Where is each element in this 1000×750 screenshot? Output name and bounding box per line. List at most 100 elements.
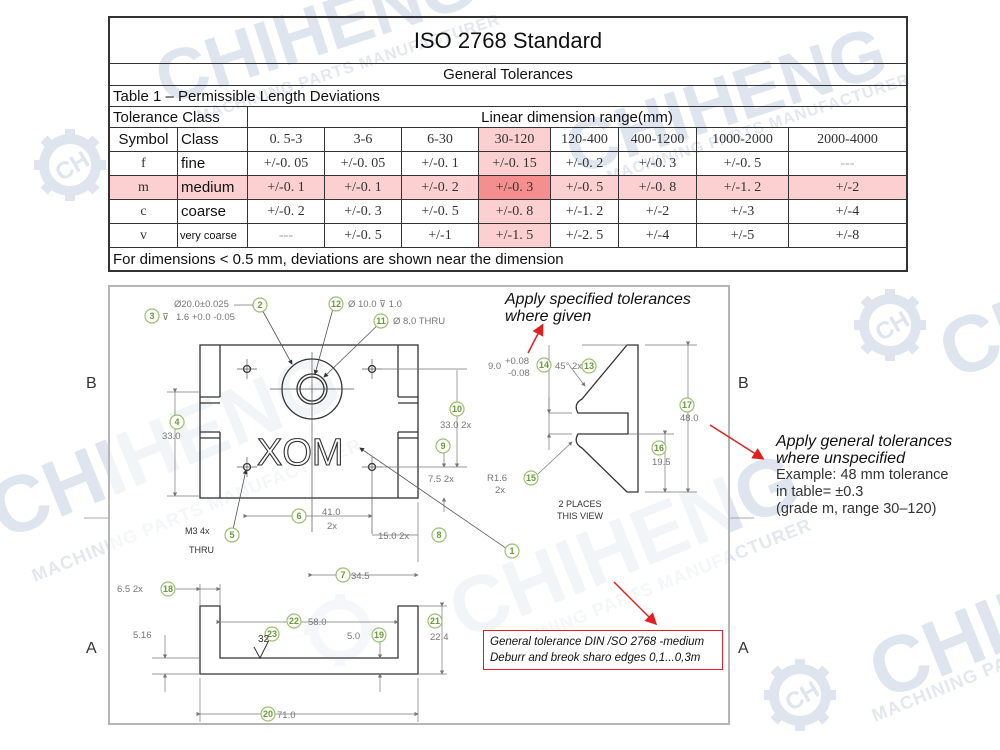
balloon-19: 19 [374, 630, 384, 640]
dim-13: 45° 2x [555, 361, 582, 372]
dim-14-upper: +0.08 [505, 356, 529, 367]
table-caption: Table 1 – Permissible Length Deviations [113, 87, 380, 105]
balloon-18: 18 [163, 584, 173, 594]
value-cell: +/-1. 5 [479, 224, 551, 247]
balloon-6: 6 [296, 511, 301, 521]
zone-label-b-left: B [86, 375, 97, 392]
value-cell: +/-0. 3 [619, 152, 697, 175]
iso-2768-table: ISO 2768 Standard General Tolerances Tab… [108, 16, 908, 272]
value-cell: +/-1 [402, 224, 479, 247]
dim-21: 22.4 [430, 632, 449, 643]
class-cell: fine [178, 152, 248, 175]
balloon-1: 1 [509, 546, 514, 556]
value-cell: +/-0. 05 [248, 152, 325, 175]
dim-19: 5.0 [347, 631, 360, 642]
dim-20: 71.0 [277, 710, 296, 721]
dim-6-qty: 2x [327, 521, 337, 532]
balloon-15: 15 [526, 473, 536, 483]
dim-12: Ø 10.0 ⊽ 1.0 [348, 299, 402, 310]
range-header: 6-30 [402, 128, 479, 151]
table-footer: For dimensions < 0.5 mm, deviations are … [113, 250, 564, 268]
dim-14-lower: -0.08 [508, 368, 530, 379]
balloon-2: 2 [257, 300, 262, 310]
value-cell-highlighted: +/-0. 3 [479, 176, 551, 199]
value-cell: +/-2 [835, 179, 860, 195]
drawing-canvas: XOM [117, 296, 699, 722]
gear-logo-icon: CH [854, 289, 926, 361]
value-cell: +/-0. 05 [325, 152, 402, 175]
value-cell: +/-0. 8 [479, 200, 551, 223]
value-cell: +/-0. 3 [325, 200, 402, 223]
value-cell: +/-0. 2 [402, 176, 479, 199]
example-line3: (grade m, range 30–120) [776, 501, 937, 517]
range-header-highlighted: 30-120 [479, 128, 551, 151]
view-note-line1: 2 PLACES [558, 499, 601, 509]
symbol-cell: m [110, 176, 178, 199]
engraving-text: XOM [257, 432, 344, 474]
zone-label-a-left: A [86, 640, 97, 657]
example-line1: Example: 48 mm tolerance [776, 467, 949, 483]
value-cell: +/-2. 5 [551, 224, 619, 247]
dim-22: 58.0 [308, 617, 327, 628]
technical-drawing: XOM [108, 285, 730, 725]
value-cell: +/-5 [697, 224, 789, 247]
value-cell: +/-0. 1 [402, 152, 479, 175]
value-cell: --- [248, 224, 325, 247]
symbol-header: Symbol [110, 128, 178, 151]
dim-6: 41.0 [322, 507, 341, 518]
value-cell: +/-0. 5 [697, 152, 789, 175]
table-row-medium: m medium +/-0. 1 +/-0. 1 +/-0. 2 +/-0. 3… [110, 176, 906, 200]
range-header: 120-400 [551, 128, 619, 151]
balloon-4: 4 [174, 417, 179, 427]
value-cell: +/-0. 2 [551, 152, 619, 175]
table-subtitle: General Tolerances [443, 66, 573, 83]
dim-3: 1.6 +0.0 -0.05 [176, 312, 235, 323]
depth-icon: ⊽ [162, 312, 169, 323]
value-cell: +/-0. 5 [402, 200, 479, 223]
balloon-13: 13 [584, 361, 594, 371]
table-row-fine: f fine +/-0. 05 +/-0. 05 +/-0. 1 +/-0. 1… [110, 152, 906, 176]
dim-8: 15.0 2x [378, 531, 409, 542]
dim-5-thru: THRU [189, 545, 214, 555]
balloon-20: 20 [263, 709, 273, 719]
class-cell: coarse [178, 200, 248, 223]
value-cell: +/-4 [619, 224, 697, 247]
general-line1: Apply general tolerances [776, 433, 953, 450]
balloon-21: 21 [430, 616, 440, 626]
range-header-row: Symbol Class 0. 5-3 3-6 6-30 30-120 120-… [110, 128, 906, 152]
range-header: 3-6 [325, 128, 402, 151]
value-cell: +/-0. 2 [248, 200, 325, 223]
value-cell: +/-1. 2 [697, 176, 789, 199]
dim-16: 19.5 [652, 457, 671, 468]
balloon-8: 8 [436, 530, 441, 540]
balloon-16: 16 [654, 443, 664, 453]
balloon-3: 3 [149, 311, 154, 321]
range-header: 400-1200 [619, 128, 697, 151]
general-line2: where unspecified [776, 450, 905, 467]
note-line2: Deburr and breok sharo edges 0,1...0,3m [490, 652, 701, 664]
balloon-14: 14 [539, 360, 549, 370]
zone-label-b-right: B [738, 375, 749, 392]
gear-logo-icon: CH [34, 129, 106, 201]
value-cell: +/-1. 2 [551, 200, 619, 223]
class-header: Class [178, 128, 248, 151]
value-cell: +/-0. 15 [479, 152, 551, 175]
dim-17: 48.0 [680, 413, 699, 424]
range-header: 0. 5-3 [248, 128, 325, 151]
range-header: 1000-2000 [697, 128, 789, 151]
balloon-23: 23 [267, 629, 277, 639]
dim-11: Ø 8.0 THRU [393, 316, 445, 327]
balloon-9: 9 [440, 441, 445, 451]
value-cell: +/-0. 5 [551, 176, 619, 199]
balloon-17: 17 [682, 400, 692, 410]
table-title: ISO 2768 Standard [413, 27, 603, 53]
balloon-5: 5 [229, 530, 234, 540]
class-cell: very coarse [178, 224, 248, 247]
range-header: 2000-4000 [817, 131, 878, 147]
table-row-very-coarse: v very coarse --- +/-0. 5 +/-1 +/-1. 5 +… [110, 224, 906, 248]
tolerance-class-header: Tolerance Class [110, 107, 248, 127]
gear-logo-icon: CH [764, 659, 836, 731]
balloon-12: 12 [331, 299, 341, 309]
view-note-line2: THIS VIEW [557, 511, 604, 521]
